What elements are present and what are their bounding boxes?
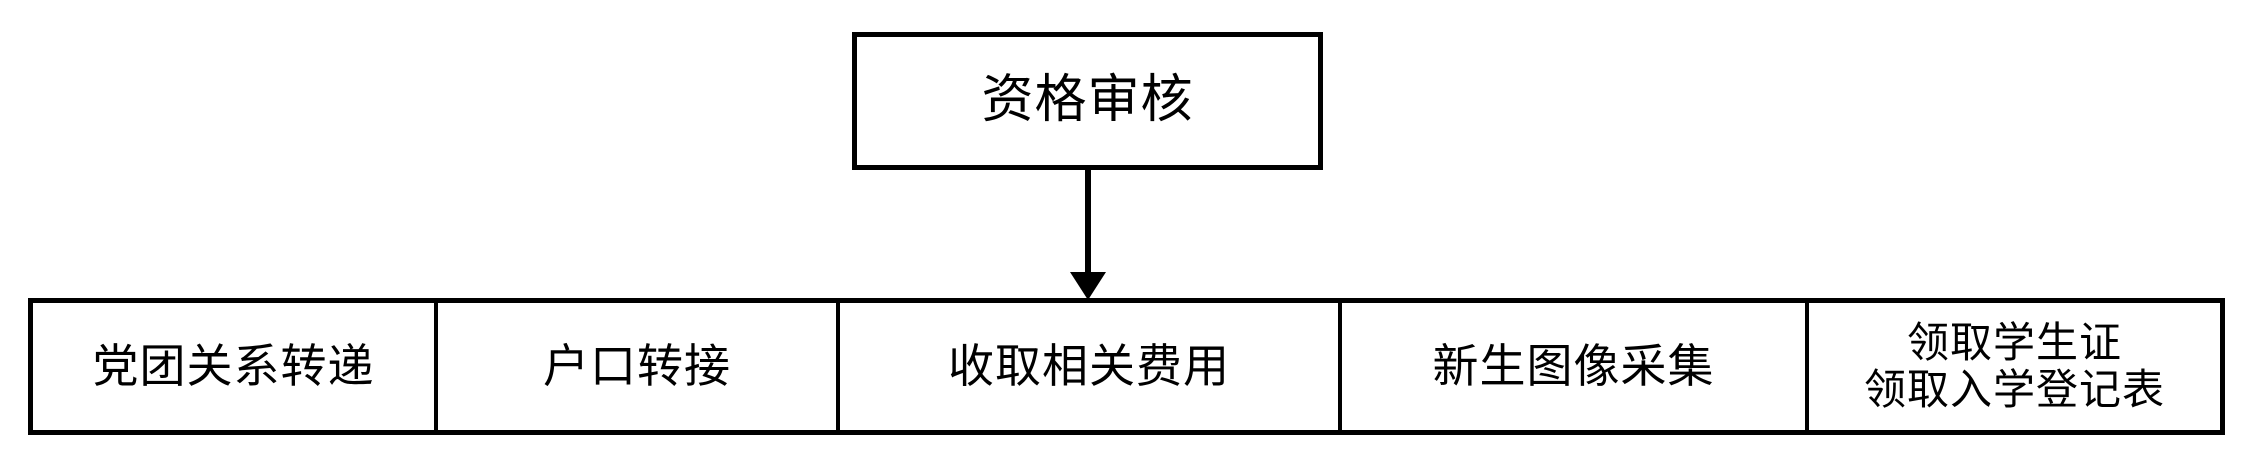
connector-line — [1085, 170, 1091, 280]
process-cell-label: 新生图像采集 — [1432, 338, 1715, 393]
process-cell-label: 领取学生证 领取入学登记表 — [1863, 318, 2165, 414]
process-cell-label: 户口转接 — [543, 338, 731, 393]
process-cell-freshman-photo-capture[interactable]: 新生图像采集 — [1342, 303, 1809, 430]
node-qualification-review[interactable]: 资格审核 — [852, 32, 1323, 170]
process-cell-party-league-transfer[interactable]: 党团关系转递 — [33, 303, 438, 430]
process-cell-collect-fees[interactable]: 收取相关费用 — [840, 303, 1342, 430]
node-qualification-review-label: 资格审核 — [981, 70, 1194, 131]
process-cell-household-registration-transfer[interactable]: 户口转接 — [438, 303, 840, 430]
process-cell-label: 收取相关费用 — [948, 338, 1230, 393]
process-cell-collect-student-id-and-forms[interactable]: 领取学生证 领取入学登记表 — [1809, 303, 2220, 430]
process-cell-label: 党团关系转递 — [92, 338, 375, 393]
arrow-down-icon — [1070, 272, 1106, 300]
process-row: 党团关系转递 户口转接 收取相关费用 新生图像采集 领取学生证 领取入学登记表 — [28, 298, 2225, 435]
